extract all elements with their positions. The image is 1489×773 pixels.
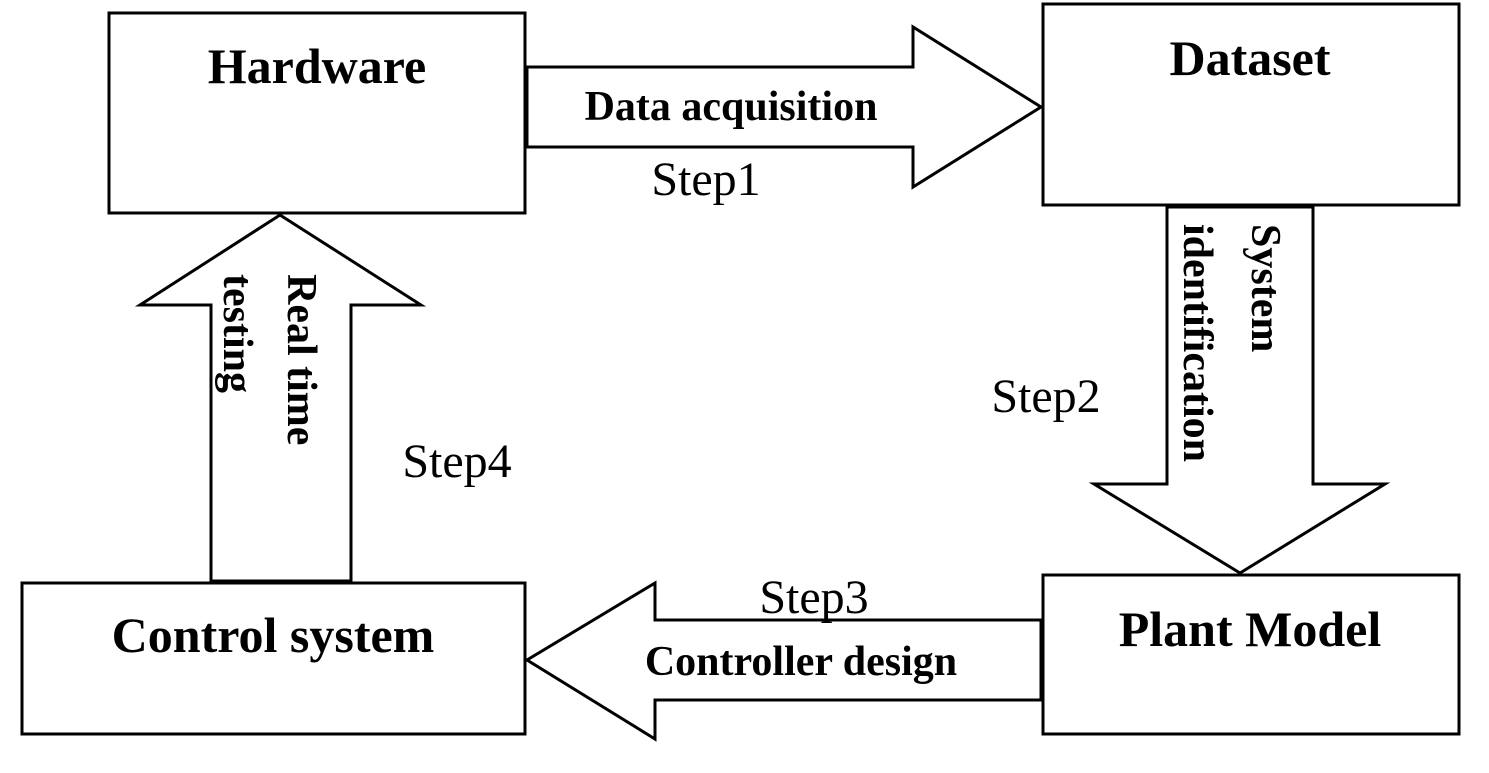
step1-label: Step1 xyxy=(651,153,760,206)
testing-label: testing xyxy=(214,274,260,393)
data-acquisition-label: Data acquisition xyxy=(585,84,878,130)
real-time-testing-arrow xyxy=(134,213,427,583)
system-label: System xyxy=(1242,224,1288,352)
control-system-box xyxy=(20,581,527,736)
controller-design-label: Controller design xyxy=(645,639,957,685)
hardware-label: Hardware xyxy=(208,38,426,94)
step3-label: Step3 xyxy=(759,571,868,624)
identification-label: identification xyxy=(1174,224,1220,462)
hardware-box xyxy=(107,11,527,215)
data-acquisition-arrow xyxy=(525,24,1044,190)
dataset-box xyxy=(1041,2,1461,207)
plant-model-box xyxy=(1041,573,1461,736)
dataset-label: Dataset xyxy=(1169,30,1330,86)
step4-label: Step4 xyxy=(402,435,511,488)
step2-label: Step2 xyxy=(991,370,1100,423)
system-identification-arrow xyxy=(1088,205,1391,575)
controller-design-arrow xyxy=(524,580,1043,742)
real-time-label: Real time xyxy=(278,274,324,445)
plant-model-label: Plant Model xyxy=(1119,601,1382,657)
control-system-label: Control system xyxy=(112,607,435,663)
